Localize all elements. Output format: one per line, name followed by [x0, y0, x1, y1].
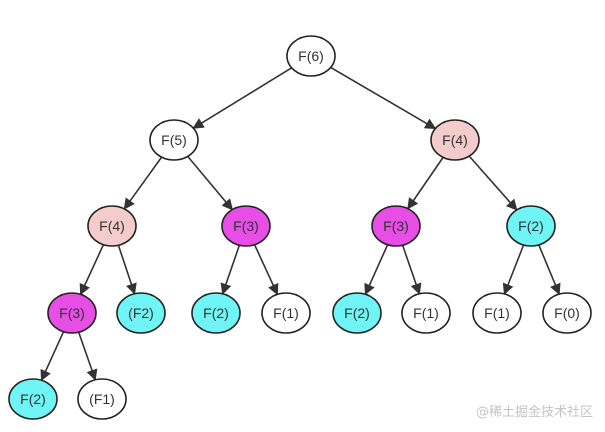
node-shape [286, 35, 336, 77]
node-label: F(1) [273, 305, 299, 321]
node-shape [8, 378, 58, 420]
node-label: F(2) [518, 218, 544, 234]
edge-n7-n15 [538, 244, 561, 296]
edge-n1-n3 [330, 66, 437, 130]
edge-n2-n5 [187, 155, 233, 211]
node-shape [77, 378, 127, 420]
tree-node: F(4) [430, 119, 480, 161]
tree-node: F(0) [542, 292, 592, 334]
edge-n6-n13 [401, 244, 422, 295]
tree-node: (F2) [116, 292, 166, 334]
edge-n3-n7 [468, 155, 518, 211]
edges-layer [40, 66, 561, 382]
node-label: F(1) [484, 305, 510, 321]
node-label: F(2) [344, 305, 370, 321]
node-label: F(3) [233, 218, 259, 234]
edge-n8-n17 [77, 331, 98, 381]
tree-node: F(6) [286, 35, 336, 77]
node-shape [332, 292, 382, 334]
node-shape [221, 205, 271, 247]
tree-node: F(4) [87, 205, 137, 247]
node-label: F(3) [383, 218, 409, 234]
node-shape [371, 205, 421, 247]
node-label: F(5) [161, 132, 187, 148]
tree-node: F(2) [191, 292, 241, 334]
tree-node: F(2) [332, 292, 382, 334]
node-shape [401, 292, 451, 334]
tree-node: F(3) [221, 205, 271, 247]
node-shape [430, 119, 480, 161]
tree-node: F(1) [401, 292, 451, 334]
tree-node: F(2) [8, 378, 58, 420]
node-shape [542, 292, 592, 334]
edge-n4-n9 [117, 245, 137, 295]
node-label: F(2) [203, 305, 229, 321]
edge-n2-n4 [123, 156, 163, 210]
node-shape [87, 205, 137, 247]
edge-n3-n6 [407, 156, 444, 210]
node-shape [116, 292, 166, 334]
tree-node: (F1) [77, 378, 127, 420]
node-label: F(1) [413, 305, 439, 321]
edge-n7-n14 [502, 244, 525, 296]
node-shape [149, 119, 199, 161]
node-label: F(2) [20, 391, 46, 407]
node-shape [472, 292, 522, 334]
edge-n8-n16 [40, 331, 65, 382]
node-shape [261, 292, 311, 334]
tree-node: F(3) [371, 205, 421, 247]
tree-node: F(3) [47, 292, 97, 334]
node-label: F(4) [442, 132, 468, 148]
edge-n1-n2 [192, 67, 293, 129]
edge-n4-n8 [79, 244, 105, 296]
tree-node: F(2) [506, 205, 556, 247]
edge-n6-n12 [364, 244, 389, 296]
node-shape [47, 292, 97, 334]
nodes-layer: F(6) F(5) F(4) F(4) F(3) F(3) F(2) F(3) (F2) F(2)… [8, 35, 592, 420]
tree-node: F(1) [472, 292, 522, 334]
node-shape [191, 292, 241, 334]
node-label: F(4) [99, 218, 125, 234]
tree-node: F(1) [261, 292, 311, 334]
edge-n5-n11 [253, 244, 279, 296]
node-label: F(3) [59, 305, 85, 321]
watermark: @稀土掘金技术社区 [475, 405, 593, 420]
node-shape [506, 205, 556, 247]
node-label: F(6) [298, 48, 324, 64]
node-label: (F1) [89, 391, 115, 407]
tree-node: F(5) [149, 119, 199, 161]
node-label: F(0) [554, 305, 580, 321]
node-label: (F2) [128, 305, 154, 321]
edge-n5-n10 [220, 244, 241, 295]
